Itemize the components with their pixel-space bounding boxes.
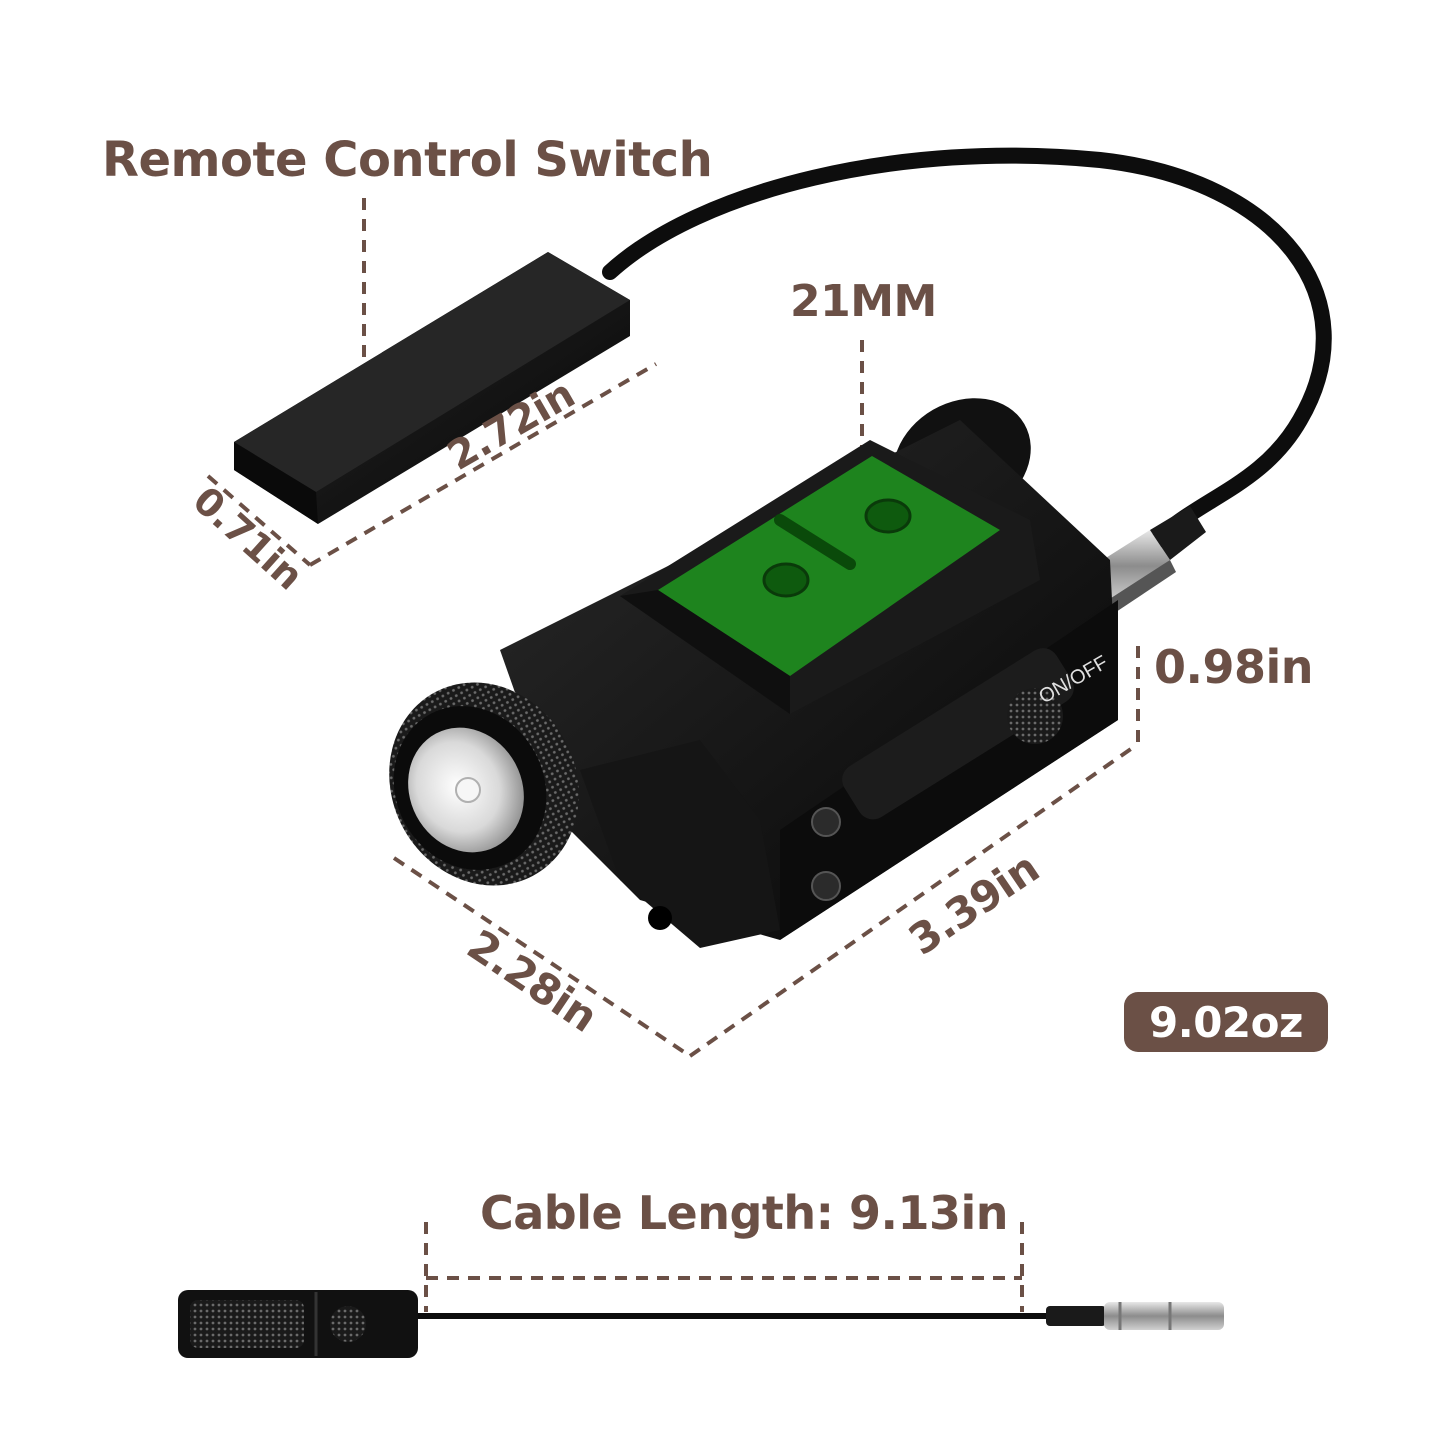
pad-width-dimension-line — [206, 474, 312, 567]
screw-1 — [811, 807, 841, 837]
rail-screw-2 — [864, 498, 912, 534]
screw-2 — [811, 871, 841, 901]
rail-width-label: 21MM — [790, 276, 937, 327]
flashlight-head — [389, 682, 579, 886]
light-body: ON/OFF — [500, 398, 1118, 948]
remote-switch-label: Remote Control Switch — [102, 132, 713, 188]
body-length-dimension-line — [688, 742, 1140, 1058]
remote-pressure-pad — [234, 252, 630, 524]
led-emitter — [455, 777, 481, 803]
weight-badge: 9.02oz — [1124, 992, 1328, 1052]
cable-plug — [1104, 1302, 1224, 1330]
cable-length-label: Cable Length: 9.13in — [480, 1186, 1009, 1240]
remote-cable — [602, 147, 1332, 556]
side-switch-panel — [842, 648, 1074, 820]
body-width-dimension-line — [392, 856, 692, 1058]
laser-aperture — [648, 906, 672, 930]
cable-side-view — [178, 1290, 1224, 1358]
on-off-knob — [1007, 688, 1063, 744]
rail-mount-slot — [658, 456, 1000, 676]
recoil-lug — [774, 514, 856, 570]
height-label: 0.98in — [1154, 640, 1314, 694]
rail-screw-1 — [762, 562, 810, 598]
pad-length-dimension-line — [308, 362, 658, 567]
